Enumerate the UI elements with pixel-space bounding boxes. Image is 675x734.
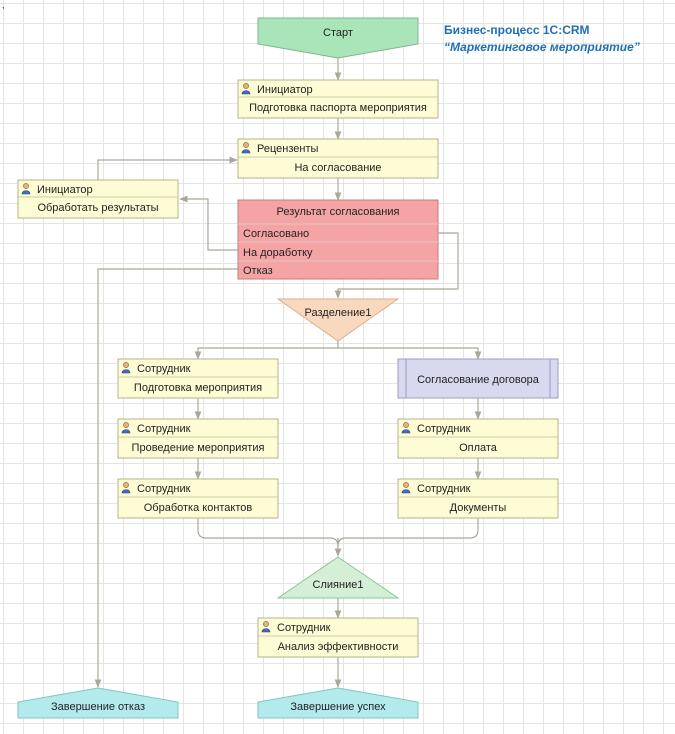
- task-documents-role: Сотрудник: [417, 483, 471, 495]
- title-line-1: Бизнес-процесс 1С:CRM: [444, 23, 590, 37]
- task-passport-action: Подготовка паспорта мероприятия: [249, 102, 427, 114]
- task-payment-role: Сотрудник: [417, 423, 471, 435]
- split-label: Разделение1: [305, 307, 372, 319]
- task-documents[interactable]: Сотрудник Документы: [397, 478, 559, 519]
- connectors: [94, 58, 482, 688]
- task-analysis-role: Сотрудник: [277, 622, 331, 634]
- end-success-label: Завершение успех: [290, 701, 386, 713]
- decision-node[interactable]: Результат согласования Согласовано На до…: [237, 199, 439, 280]
- task-process-results[interactable]: Инициатор Обработать результаты: [17, 179, 179, 219]
- task-payment-action: Оплата: [459, 442, 498, 454]
- connector-documents-merge: [337, 518, 479, 547]
- task-review[interactable]: Рецензенты На согласование: [237, 138, 439, 179]
- task-payment[interactable]: Сотрудник Оплата: [397, 418, 559, 459]
- task-contacts-role: Сотрудник: [137, 483, 191, 495]
- end-success-node[interactable]: Завершение успех: [257, 687, 419, 719]
- decision-option-refusal[interactable]: Отказ: [243, 265, 273, 277]
- task-analysis[interactable]: Сотрудник Анализ эффективности: [257, 617, 419, 658]
- task-contacts-action: Обработка контактов: [144, 502, 253, 514]
- task-prep-role: Сотрудник: [137, 363, 191, 375]
- task-passport-role: Инициатор: [257, 84, 313, 96]
- task-event-prep[interactable]: Сотрудник Подготовка мероприятия: [117, 358, 279, 399]
- task-results-action: Обработать результаты: [37, 202, 158, 214]
- task-analysis-action: Анализ эффективности: [278, 641, 399, 653]
- task-prep-action: Подготовка мероприятия: [134, 382, 262, 394]
- end-refusal-node[interactable]: Завершение отказ: [17, 687, 179, 719]
- subprocess-contract[interactable]: Согласование договора: [397, 358, 559, 399]
- diagram-title: Бизнес-процесс 1С:CRM “Маркетинговое мер…: [444, 22, 640, 56]
- connector-split-prep: [194, 341, 339, 360]
- decision-title: Результат согласования: [277, 206, 400, 218]
- task-event-run[interactable]: Сотрудник Проведение мероприятия: [117, 418, 279, 459]
- task-contacts[interactable]: Сотрудник Обработка контактов: [117, 478, 279, 519]
- connector-rework-results: [179, 195, 238, 251]
- end-refusal-label: Завершение отказ: [51, 701, 145, 713]
- task-results-role: Инициатор: [37, 184, 93, 196]
- start-label: Старт: [323, 27, 353, 39]
- subprocess-contract-label: Согласование договора: [417, 374, 540, 386]
- task-passport[interactable]: Инициатор Подготовка паспорта мероприяти…: [237, 79, 439, 119]
- decision-option-approved[interactable]: Согласовано: [243, 228, 309, 240]
- merge-label: Слияние1: [313, 579, 364, 591]
- task-documents-action: Документы: [450, 502, 507, 514]
- start-node[interactable]: Старт: [257, 17, 419, 59]
- connector-contacts-merge: [197, 518, 339, 547]
- connector-approved-split: [334, 232, 459, 299]
- task-review-role: Рецензенты: [257, 143, 318, 155]
- connector-split-contract: [338, 347, 482, 360]
- connector-refusal-end: [94, 268, 238, 688]
- corner-mark: ,: [2, 0, 5, 10]
- task-run-role: Сотрудник: [137, 423, 191, 435]
- task-run-action: Проведение мероприятия: [132, 442, 265, 454]
- task-review-action: На согласование: [294, 162, 381, 174]
- decision-option-rework[interactable]: На доработку: [243, 247, 313, 259]
- split-node[interactable]: Разделение1: [276, 298, 400, 342]
- connector-results-review: [97, 156, 238, 180]
- title-line-2: “Маркетинговое мероприятие”: [444, 40, 640, 54]
- merge-node[interactable]: Слияние1: [276, 556, 400, 599]
